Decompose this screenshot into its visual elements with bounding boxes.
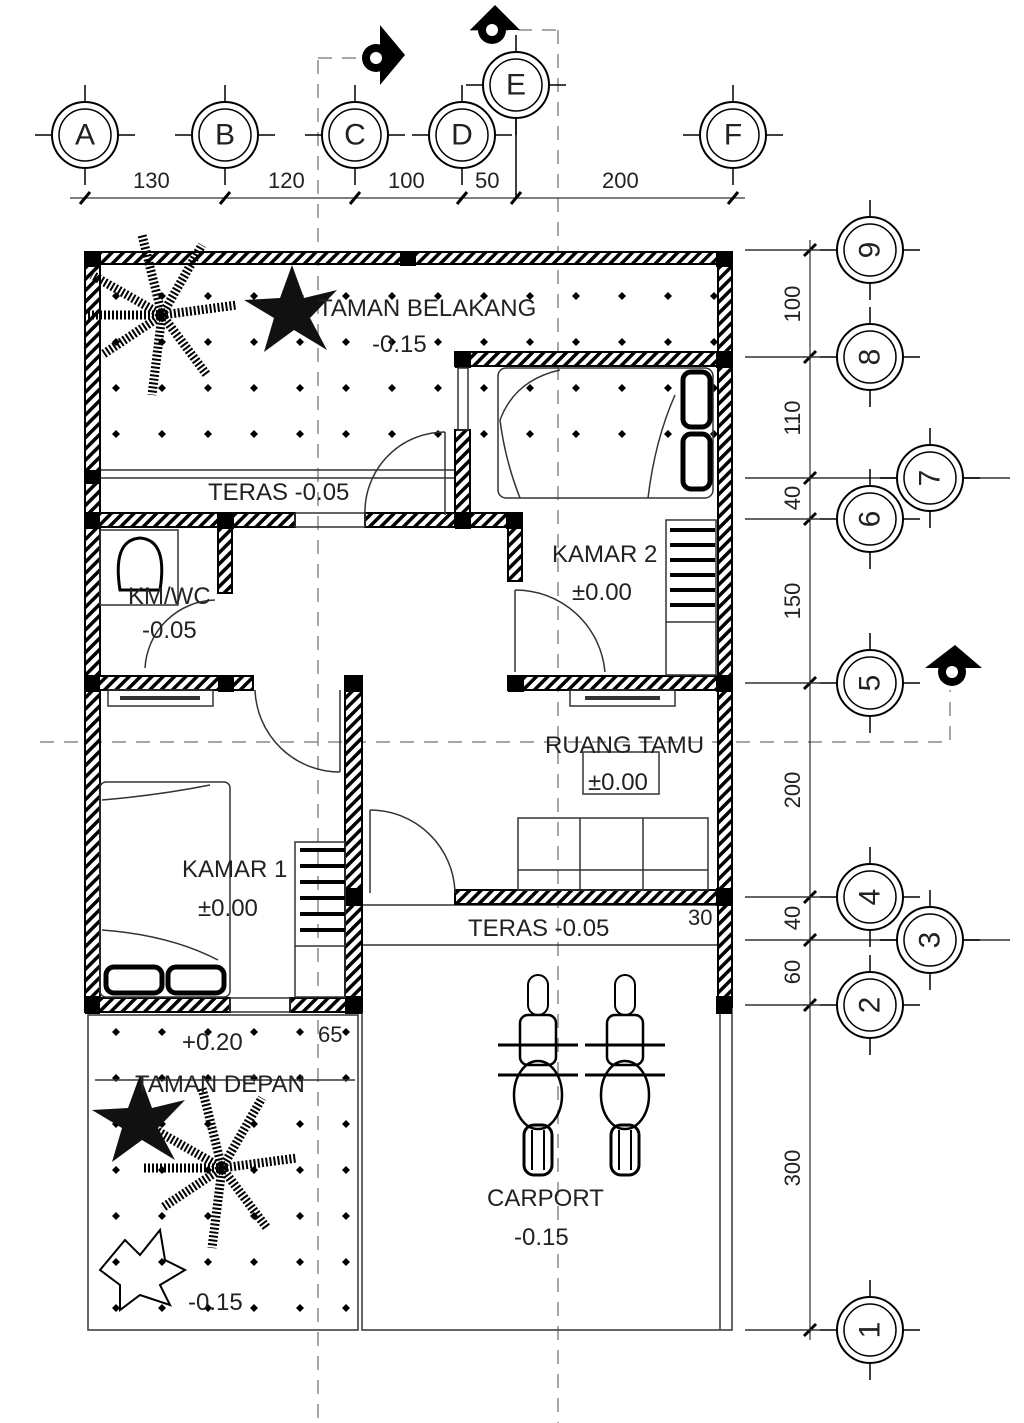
grid-bubble-6: 6	[819, 468, 921, 570]
label-carport: CARPORT	[487, 1185, 604, 1212]
level-kamar-2: ±0.00	[572, 579, 632, 606]
level-taman-depan-top: +0.20	[182, 1029, 243, 1056]
grid-bubble-5: 5	[819, 632, 921, 734]
wardrobe-kamar-2	[665, 519, 717, 676]
level-taman-depan: -0.15	[188, 1289, 243, 1316]
grid-bubble-e: E	[465, 34, 567, 136]
section-marker-icon	[925, 645, 982, 686]
dim-taman-depan: 65	[318, 1022, 342, 1047]
section-marker-icon	[362, 25, 405, 85]
dim-v: 60	[780, 960, 805, 984]
wardrobe-kamar-1	[294, 841, 346, 998]
svg-text:D: D	[451, 119, 473, 152]
grid-bubble-b: B	[174, 84, 276, 186]
svg-text:E: E	[506, 69, 526, 102]
svg-text:9: 9	[854, 242, 887, 259]
svg-text:B: B	[215, 119, 235, 152]
doors	[144, 431, 606, 894]
dimension-vertical: 100 110 40 150 200 40 60 300	[745, 240, 1010, 1340]
grid-bubble-f: F	[682, 84, 784, 186]
dim-h: 120	[268, 168, 305, 193]
svg-text:C: C	[344, 119, 366, 152]
bed-kamar-2	[497, 367, 714, 499]
dim-v: 150	[780, 583, 805, 620]
taman-belakang-area	[100, 264, 718, 474]
level-ruang-tamu: ±0.00	[588, 769, 648, 796]
grid-bubble-2: 2	[819, 954, 921, 1056]
label-teras-belakang: TERAS -0.05	[208, 479, 349, 506]
label-ruang-tamu: RUANG TAMU	[545, 732, 704, 759]
level-kmwc: -0.05	[142, 617, 197, 644]
motorcycle-icon	[583, 973, 667, 1177]
label-taman-belakang: TAMAN BELAKANG	[318, 295, 536, 322]
dim-h: 50	[475, 168, 499, 193]
label-taman-depan: TAMAN DEPAN	[135, 1071, 305, 1098]
svg-text:7: 7	[914, 470, 947, 487]
dim-v: 40	[780, 906, 805, 930]
grid-bubble-8: 8	[819, 306, 921, 408]
dim-teras-depan: 30	[688, 905, 712, 930]
dim-v: 110	[780, 400, 805, 435]
grid-bubble-d: D	[411, 84, 513, 186]
grid-bubble-a: A	[34, 84, 136, 186]
grid-bubbles-rows: 1 2 3 4 5 6 7 8 9	[819, 199, 981, 1381]
section-marker-icon	[470, 5, 520, 44]
label-kamar-1: KAMAR 1	[182, 856, 287, 883]
svg-text:F: F	[724, 119, 742, 152]
windows	[107, 367, 676, 1013]
dim-v: 200	[780, 772, 805, 809]
sofa	[517, 751, 709, 891]
dim-v: 300	[780, 1150, 805, 1187]
svg-text:3: 3	[914, 932, 947, 949]
label-kamar-2: KAMAR 2	[552, 541, 657, 568]
dimension-horizontal: 130 120 100 50 200	[70, 168, 745, 205]
level-kamar-1: ±0.00	[198, 895, 258, 922]
room-labels: TAMAN BELAKANG -0.15 TERAS -0.05 KM/WC -…	[128, 295, 712, 1316]
dim-h: 200	[602, 168, 639, 193]
dim-v: 40	[780, 486, 805, 510]
grid-bubble-3: 3	[879, 889, 981, 991]
level-taman-belakang: -0.15	[372, 331, 427, 358]
grid-bubble-4: 4	[819, 846, 921, 948]
label-teras-depan: TERAS -0.05	[468, 915, 609, 942]
dim-h: 100	[388, 168, 425, 193]
grid-bubble-c: C	[304, 84, 406, 186]
label-kmwc: KM/WC	[128, 583, 211, 610]
shrub-icon	[98, 1227, 188, 1312]
svg-text:6: 6	[854, 511, 887, 528]
svg-text:4: 4	[854, 889, 887, 906]
dim-v: 100	[780, 286, 805, 323]
svg-text:8: 8	[854, 349, 887, 366]
motorcycle-icon	[496, 973, 580, 1177]
grid-bubble-7: 7	[879, 427, 981, 529]
toilet	[99, 529, 179, 606]
grid-bubble-1: 1	[819, 1279, 921, 1381]
bed-kamar-1	[99, 781, 231, 998]
columns	[85, 252, 732, 1014]
grid-bubbles-columns: A B C D E F	[34, 34, 784, 198]
level-carport: -0.15	[514, 1224, 569, 1251]
grid-bubble-9: 9	[819, 199, 921, 301]
svg-text:5: 5	[854, 675, 887, 692]
svg-text:2: 2	[854, 997, 887, 1014]
svg-text:A: A	[75, 119, 95, 152]
dim-h: 130	[133, 168, 170, 193]
svg-text:1: 1	[854, 1322, 887, 1339]
